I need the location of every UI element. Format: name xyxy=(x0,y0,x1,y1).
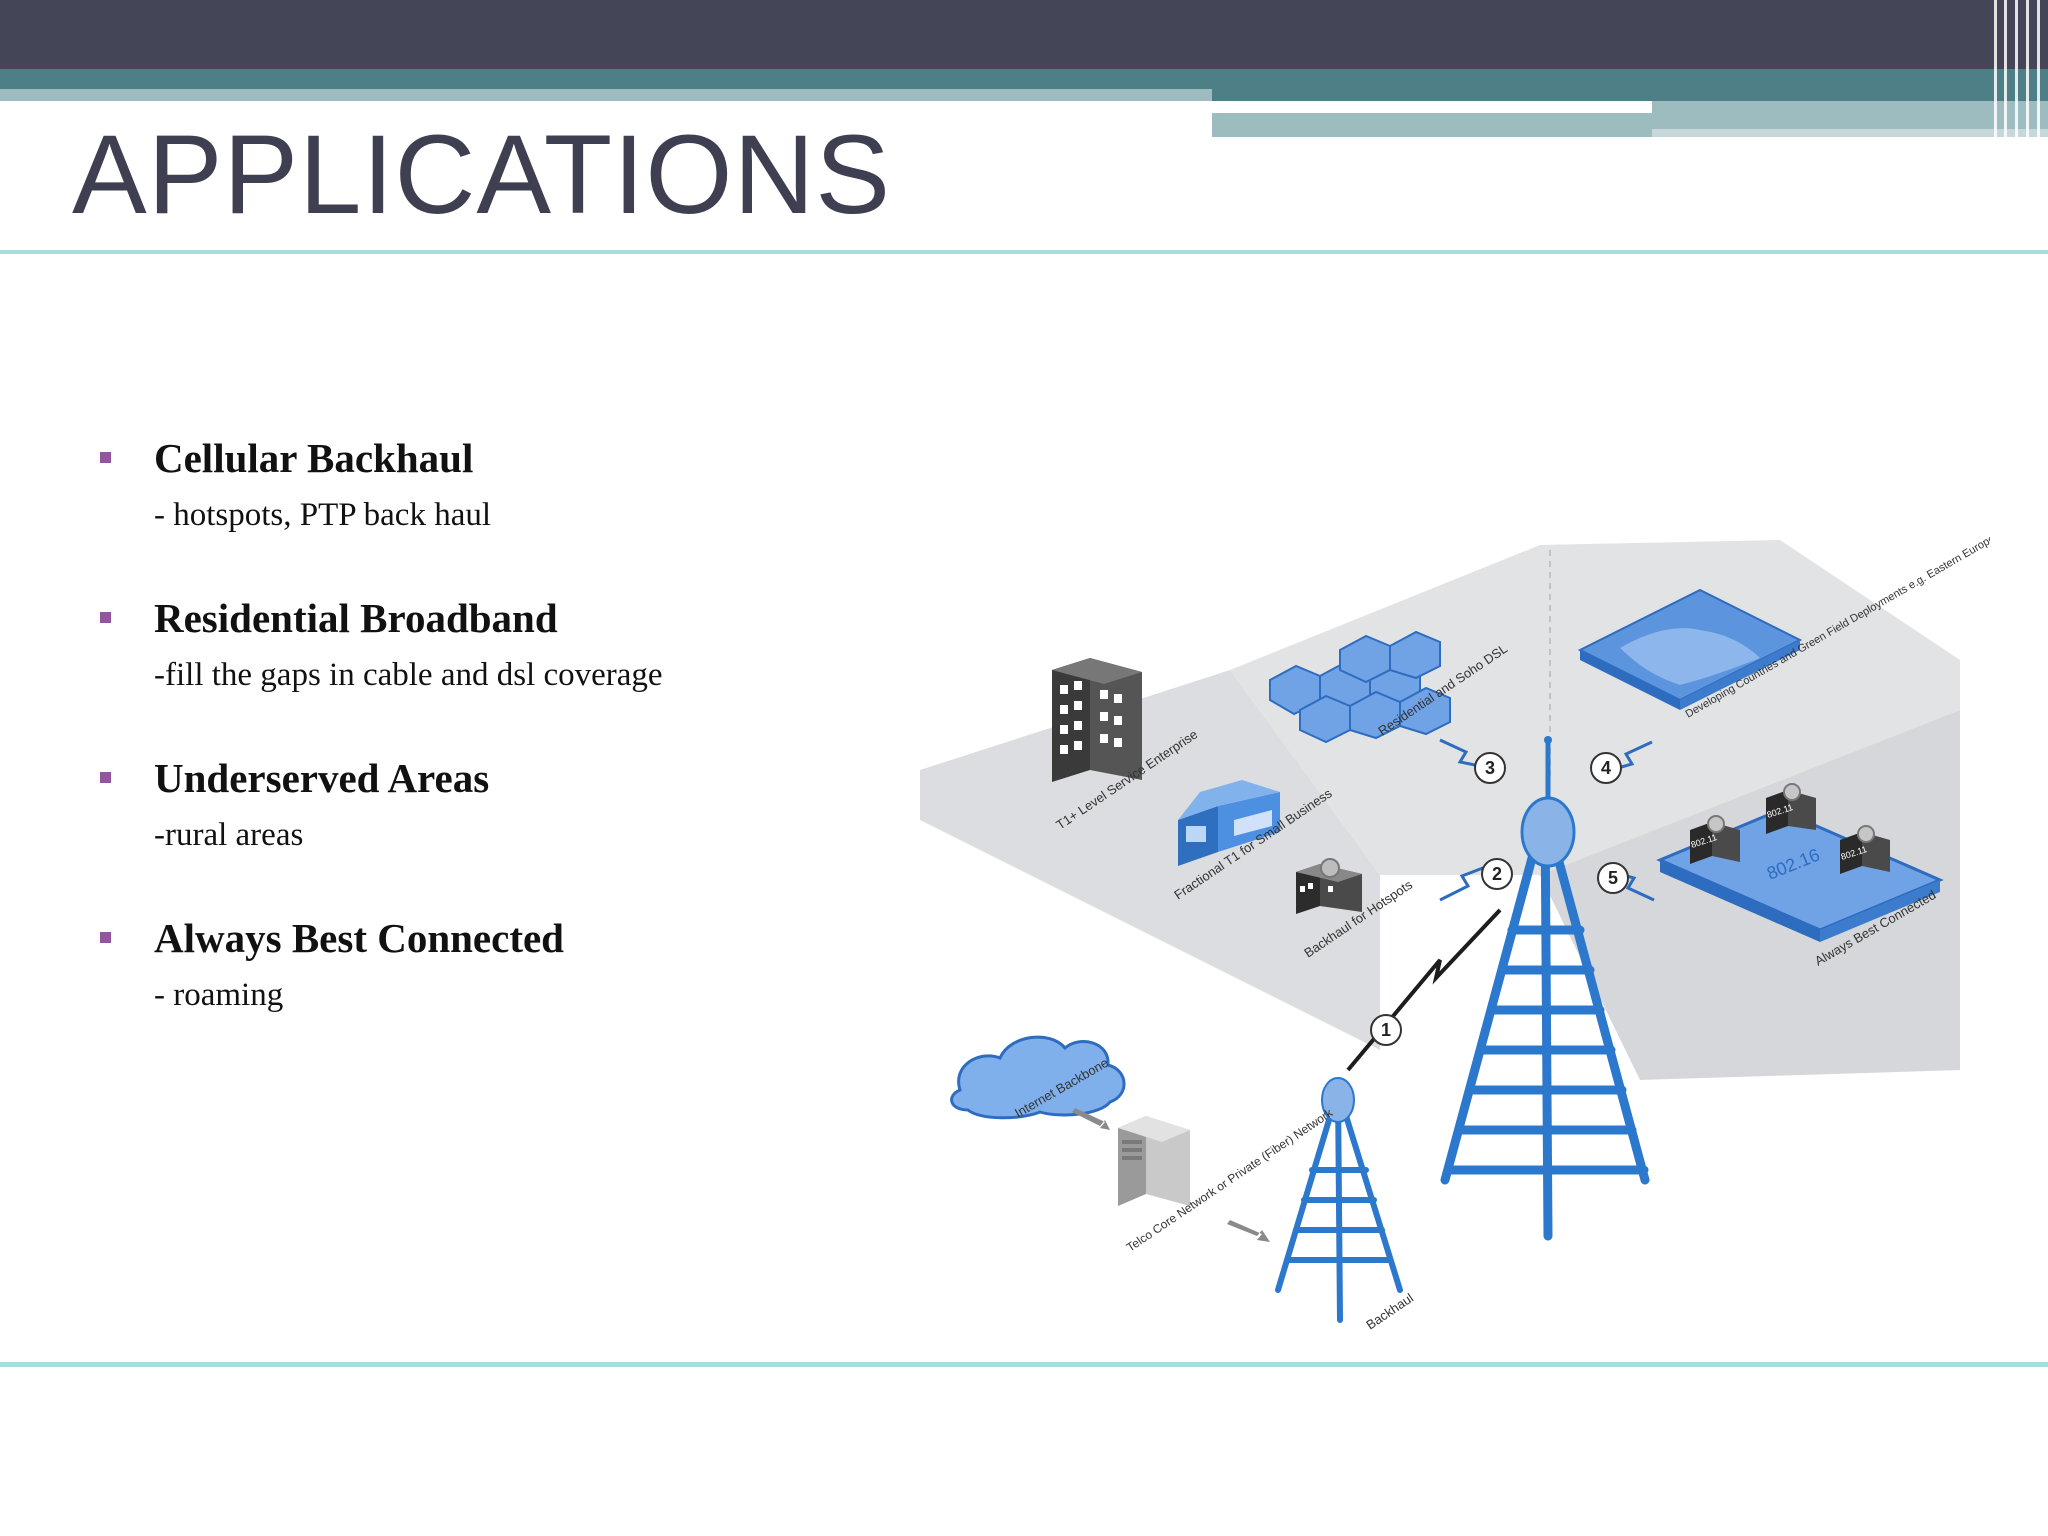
step-marker-3-label: 3 xyxy=(1485,758,1495,778)
map-tile-icon xyxy=(1577,588,1803,710)
bullet-marker xyxy=(100,772,111,783)
wifi-node-icon xyxy=(1690,815,1740,864)
ground-back xyxy=(1230,540,1960,875)
backhaul-tower-icon xyxy=(1275,1087,1403,1323)
bullet-item: Cellular Backhaul - hotspots, PTP back h… xyxy=(98,430,858,544)
header-accent-bar xyxy=(1212,113,1652,137)
main-tower-antenna xyxy=(1520,796,1576,868)
bullet-title: Cellular Backhaul xyxy=(154,435,474,481)
header-accent-gap xyxy=(1212,101,2048,107)
step-marker-1-label: 1 xyxy=(1381,1020,1391,1040)
step-marker-2: 2 xyxy=(1481,858,1513,890)
header-stripes xyxy=(1988,0,2048,138)
internet-cloud-icon xyxy=(950,1035,1126,1120)
bullet-marker xyxy=(100,452,111,463)
bullet-subtitle: -rural areas xyxy=(154,817,304,853)
main-tower-icon xyxy=(1440,805,1650,1241)
wifi-node-icon xyxy=(1766,783,1816,834)
flow-arrows xyxy=(1072,1108,1270,1242)
server-icon xyxy=(1118,1116,1190,1206)
bullet-title: Residential Broadband xyxy=(154,595,558,641)
ground-left xyxy=(920,670,1380,1050)
bullet-marker xyxy=(100,932,111,943)
bullet-item: Always Best Connected - roaming xyxy=(98,910,858,1024)
step-marker-4: 4 xyxy=(1590,752,1622,784)
bullet-item: Underserved Areas -rural areas xyxy=(98,750,858,864)
step-marker-1: 1 xyxy=(1370,1014,1402,1046)
hotspot-building-icon xyxy=(1296,858,1362,914)
backhaul-tower-antenna xyxy=(1321,1077,1355,1123)
always-best-connected-platform xyxy=(1656,783,1944,942)
footer-divider xyxy=(0,1362,2048,1367)
step-marker-2-label: 2 xyxy=(1492,864,1502,884)
page-title: APPLICATIONS xyxy=(72,112,892,237)
title-divider xyxy=(0,250,2048,254)
step-markers: 1 2 3 4 5 xyxy=(1370,752,1629,1046)
step-marker-5-label: 5 xyxy=(1608,868,1618,888)
wifi-node-icon xyxy=(1840,825,1890,874)
bullet-subtitle: -fill the gaps in cable and dsl coverage xyxy=(154,657,663,693)
step-marker-4-label: 4 xyxy=(1601,758,1611,778)
bullet-subtitle: - roaming xyxy=(154,977,284,1013)
main-tower-tip xyxy=(1544,736,1552,744)
bullet-subtitle: - hotspots, PTP back haul xyxy=(154,497,492,533)
header-accent-band xyxy=(1212,89,2048,101)
header-accent-bar-right xyxy=(1652,101,2048,129)
header-accent-bar-edge xyxy=(1652,129,2048,137)
header-light-band xyxy=(0,89,1212,101)
backhaul-label: Backhaul xyxy=(1363,1290,1416,1332)
bullet-title: Always Best Connected xyxy=(154,915,564,961)
bullet-marker xyxy=(100,612,111,623)
step-marker-5: 5 xyxy=(1597,862,1629,894)
bullet-item: Residential Broadband -fill the gaps in … xyxy=(98,590,858,704)
enterprise-building-icon xyxy=(1052,658,1142,782)
bullet-title: Underserved Areas xyxy=(154,755,490,801)
header-teal-band xyxy=(0,69,2048,89)
small-business-shop-icon xyxy=(1178,780,1280,866)
backhaul-link-bolt xyxy=(1346,908,1502,1072)
wimax-applications-diagram: 1 2 3 4 5 T1+ Level Service Enterprise F… xyxy=(920,533,1990,1332)
residential-houses-icon xyxy=(1269,630,1451,744)
header-dark-band xyxy=(0,0,2048,69)
bullet-list: Cellular Backhaul - hotspots, PTP back h… xyxy=(98,430,858,1070)
step-marker-3: 3 xyxy=(1474,752,1506,784)
